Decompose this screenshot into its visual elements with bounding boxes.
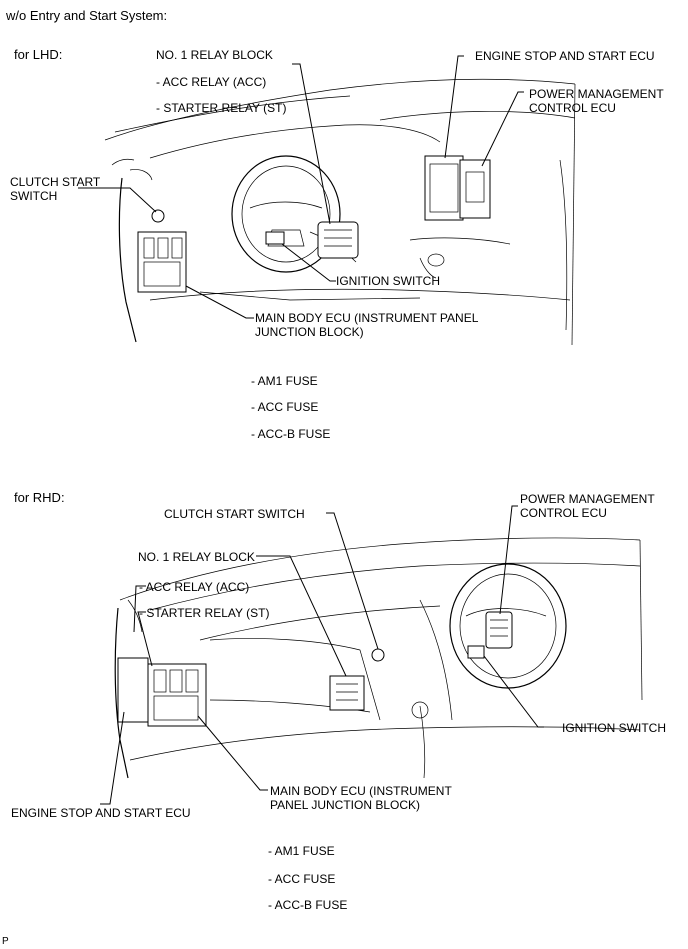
lhd-relay-block-label: NO. 1 RELAY BLOCK (156, 48, 273, 62)
lhd-clutch-switch-label-1: CLUTCH START (10, 175, 101, 189)
lhd-dashboard-illustration (104, 78, 576, 346)
rhd-relay-block-label: NO. 1 RELAY BLOCK (138, 550, 255, 564)
lhd-starter-relay-label: - STARTER RELAY (ST) (156, 101, 287, 115)
rhd-acc-fuse-label: - ACC FUSE (268, 872, 336, 886)
rhd-am1-fuse-label: - AM1 FUSE (268, 844, 335, 858)
lhd-acc-relay-label: - ACC RELAY (ACC) (156, 75, 267, 89)
rhd-engine-stop-start-ecu-label: ENGINE STOP AND START ECU (11, 806, 191, 820)
lhd-main-body-ecu-label-2: JUNCTION BLOCK) (255, 325, 364, 339)
rhd-main-body-ecu-label-2: PANEL JUNCTION BLOCK) (270, 798, 421, 812)
lhd-power-mgmt-ecu-label-2: CONTROL ECU (529, 101, 616, 115)
rhd-dashboard-illustration (114, 537, 643, 779)
rhd-power-mgmt-ecu-label-1: POWER MANAGEMENT (520, 492, 655, 506)
rhd-main-body-ecu-label-1: MAIN BODY ECU (INSTRUMENT (270, 784, 452, 798)
rhd-acc-relay-label: - ACC RELAY (ACC) (139, 580, 250, 594)
lhd-engine-stop-start-ecu-label: ENGINE STOP AND START ECU (475, 49, 655, 63)
rhd-leader-lines (100, 505, 544, 805)
footer-mark: P (2, 936, 9, 947)
rhd-accb-fuse-label: - ACC-B FUSE (268, 898, 348, 912)
lhd-clutch-switch-label-2: SWITCH (10, 189, 58, 203)
lhd-acc-fuse-label: - ACC FUSE (251, 400, 319, 414)
rhd-starter-relay-label: - STARTER RELAY (ST) (139, 606, 270, 620)
lhd-leader-lines (78, 55, 524, 319)
rhd-ignition-switch-label: IGNITION SWITCH (562, 721, 666, 735)
lhd-header: for LHD: (14, 47, 63, 62)
page-title: w/o Entry and Start System: (6, 8, 168, 23)
lhd-power-mgmt-ecu-label-1: POWER MANAGEMENT (529, 87, 664, 101)
rhd-header: for RHD: (14, 490, 65, 505)
rhd-clutch-switch-label: CLUTCH START SWITCH (164, 507, 305, 521)
lhd-accb-fuse-label: - ACC-B FUSE (251, 427, 331, 441)
lhd-ignition-switch-label: IGNITION SWITCH (336, 274, 440, 288)
rhd-power-mgmt-ecu-label-2: CONTROL ECU (520, 506, 607, 520)
lhd-am1-fuse-label: - AM1 FUSE (251, 374, 318, 388)
lhd-main-body-ecu-label-1: MAIN BODY ECU (INSTRUMENT PANEL (255, 311, 479, 325)
